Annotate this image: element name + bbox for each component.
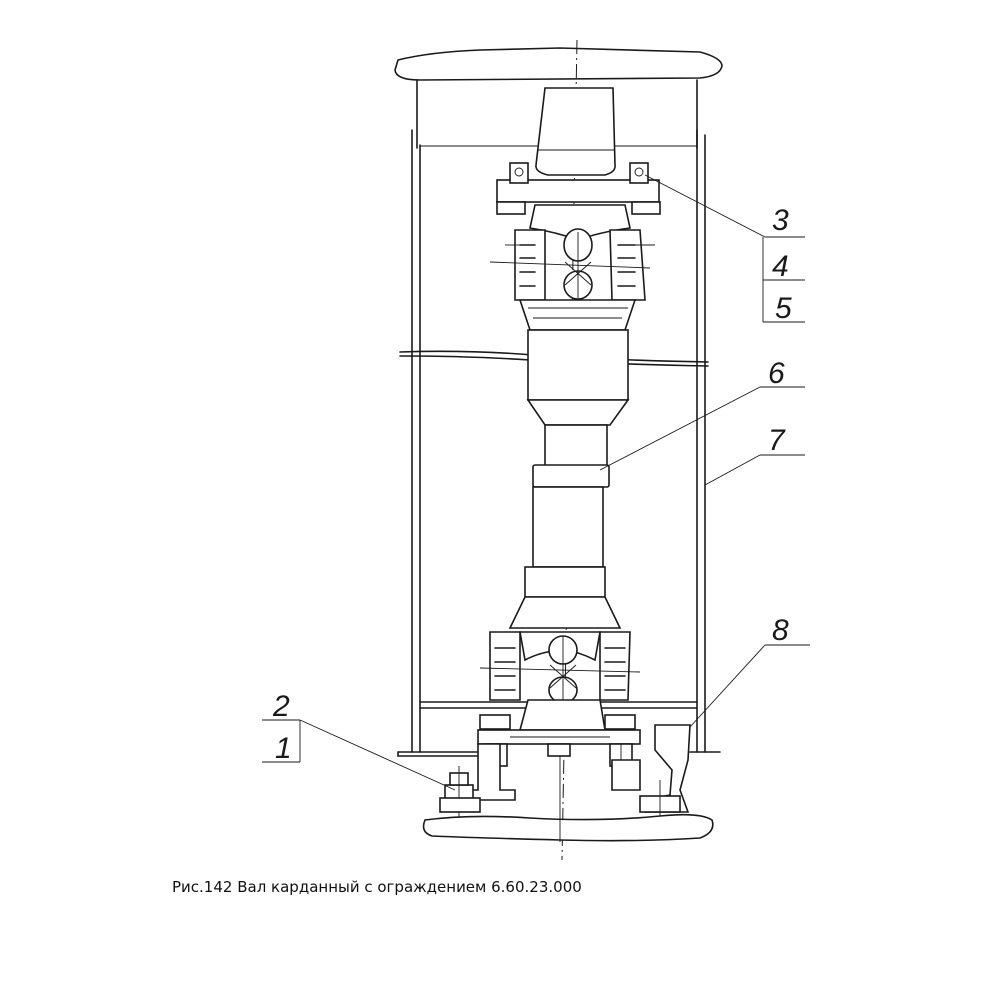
upper-universal-joint <box>489 204 655 331</box>
upper-flange <box>496 162 661 215</box>
upper-housing <box>535 87 616 176</box>
callout-3: 3 <box>772 204 789 237</box>
callout-8: 8 <box>772 614 789 647</box>
lower-shaft <box>508 486 622 629</box>
right-support-bracket <box>611 724 691 818</box>
bottom-mounting-base <box>422 813 714 842</box>
upper-shaft <box>526 329 630 468</box>
callout-5: 5 <box>775 292 792 325</box>
top-mounting-plate <box>394 47 723 81</box>
leader-lines <box>262 174 810 791</box>
figure-caption: Рис.142 Вал карданный с ограждением 6.60… <box>172 878 582 896</box>
callout-4: 4 <box>772 250 789 283</box>
lower-universal-joint <box>479 631 641 731</box>
callout-6: 6 <box>768 357 785 390</box>
callout-2: 2 <box>272 690 290 723</box>
callout-7: 7 <box>768 424 786 457</box>
callout-1: 1 <box>275 732 292 765</box>
guard-enclosure <box>397 79 721 757</box>
sliding-coupling <box>532 464 610 488</box>
